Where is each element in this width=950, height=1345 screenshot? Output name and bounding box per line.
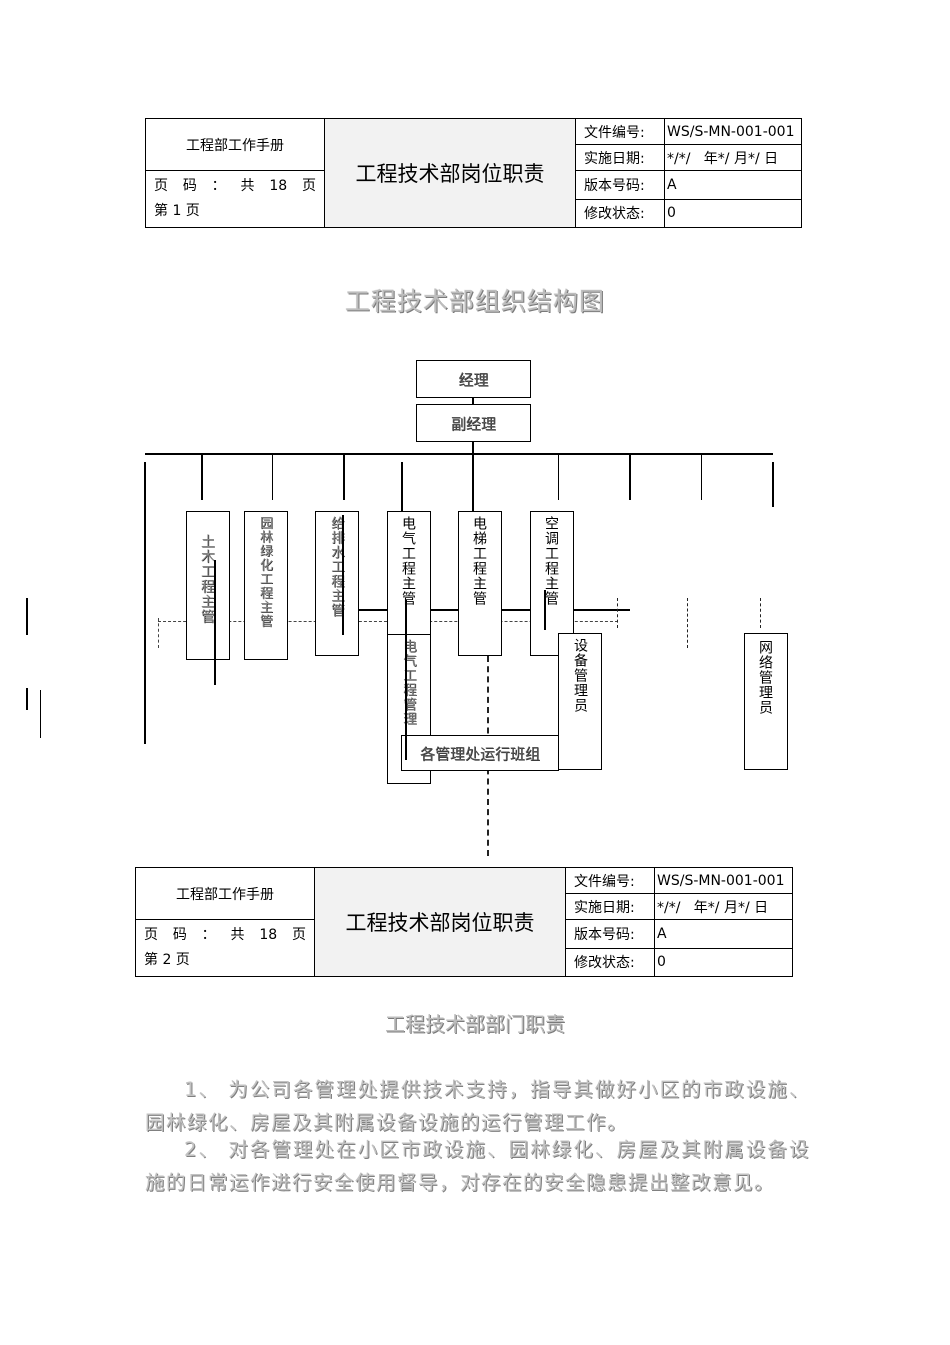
page-number: 第 1 页 — [154, 203, 200, 219]
connector-line — [26, 598, 28, 635]
unit-box-electrical: 电气工程主管 — [387, 511, 431, 635]
connector-line — [401, 462, 403, 514]
field-value: WS/S-MN-001-001 — [654, 867, 793, 894]
connector-line — [629, 453, 631, 500]
manual-name: 工程部工作手册 — [145, 118, 325, 171]
dashed-line — [617, 598, 618, 628]
unit-label: 土木工程主管 — [199, 534, 215, 624]
connector-line — [145, 453, 773, 455]
dashed-line — [760, 598, 761, 628]
unit-box-elevator: 电梯工程主管 — [458, 511, 502, 656]
field-value: 0 — [664, 198, 802, 228]
field-key: 版本号码: — [575, 170, 665, 200]
connector-line — [343, 453, 345, 500]
connector-line — [26, 688, 28, 710]
unit-label: 给排水工程主管 — [328, 516, 344, 618]
connector-line — [701, 453, 702, 500]
unit-box-plumbing: 给排水工程主管 — [315, 511, 359, 656]
manual-name: 工程部工作手册 — [135, 867, 315, 920]
connector-line — [201, 453, 203, 500]
unit-box-aircon: 空调工程主管 — [530, 511, 574, 656]
unit-label: 网络管理员 — [757, 640, 773, 715]
field-value: A — [654, 919, 793, 949]
manager-box: 经理 — [416, 360, 531, 398]
connector-line — [544, 590, 546, 630]
field-value: 0 — [654, 947, 793, 977]
field-value: A — [664, 170, 802, 200]
field-value: */*/ 年*/ 月*/ 日 — [664, 144, 802, 171]
page-number: 第 2 页 — [144, 952, 190, 968]
unit-label: 电气工程主管 — [400, 516, 416, 606]
connector-line — [558, 453, 559, 500]
connector-line — [272, 453, 273, 500]
teams-box: 各管理处运行班组 — [401, 735, 559, 771]
field-key: 文件编号: — [565, 867, 655, 894]
document-header-1: 工程部工作手册 工程技术部岗位职责 文件编号: WS/S-MN-001-001 … — [145, 118, 802, 228]
field-value: WS/S-MN-001-001 — [664, 118, 802, 145]
duty-paragraph-2: 2、 对各管理处在小区市政设施、园林绿化、房屋及其附属设备设施的日常运作进行安全… — [145, 1138, 810, 1194]
connector-line — [144, 462, 146, 744]
network-admin-box: 网络管理员 — [744, 633, 788, 770]
unit-label: 电气工程管理 — [400, 639, 416, 726]
unit-label: 设备管理员 — [572, 638, 588, 713]
connector-line — [40, 690, 41, 738]
field-value: */*/ 年*/ 月*/ 日 — [654, 893, 793, 920]
field-key: 版本号码: — [565, 919, 655, 949]
dashed-line — [158, 618, 159, 648]
doc-title: 工程技术部岗位职责 — [324, 118, 576, 228]
unit-box-civil: 土木工程主管 — [186, 511, 230, 660]
unit-box-landscape: 园林绿化工程主管 — [244, 511, 288, 660]
field-key: 文件编号: — [575, 118, 665, 145]
connector-line — [472, 441, 474, 515]
unit-label: 园林绿化工程主管 — [257, 516, 272, 628]
unit-label: 电梯工程主管 — [471, 516, 487, 606]
field-key: 修改状态: — [565, 947, 655, 977]
equipment-admin-box: 设备管理员 — [558, 633, 602, 770]
field-key: 实施日期: — [575, 144, 665, 171]
unit-label: 空调工程主管 — [543, 516, 559, 606]
dashed-line — [687, 598, 688, 648]
connector-line — [405, 600, 407, 760]
connector-line — [214, 560, 216, 685]
connector-line — [472, 398, 474, 406]
deputy-manager-box: 副经理 — [416, 404, 531, 442]
doc-title: 工程技术部岗位职责 — [314, 867, 566, 977]
duty-paragraph-1: 1、 为公司各管理处提供技术支持，指导其做好小区的市政设施、园林绿化、房屋及其附… — [145, 1078, 810, 1134]
dept-duties-title: 工程技术部部门职责 — [385, 1012, 565, 1036]
org-chart-title: 工程技术部组织结构图 — [344, 287, 605, 316]
document-header-2: 工程部工作手册 工程技术部岗位职责 文件编号: WS/S-MN-001-001 … — [135, 867, 793, 977]
field-key: 实施日期: — [565, 893, 655, 920]
connector-line — [342, 515, 344, 635]
connector-line — [772, 462, 774, 507]
field-key: 修改状态: — [575, 198, 665, 228]
